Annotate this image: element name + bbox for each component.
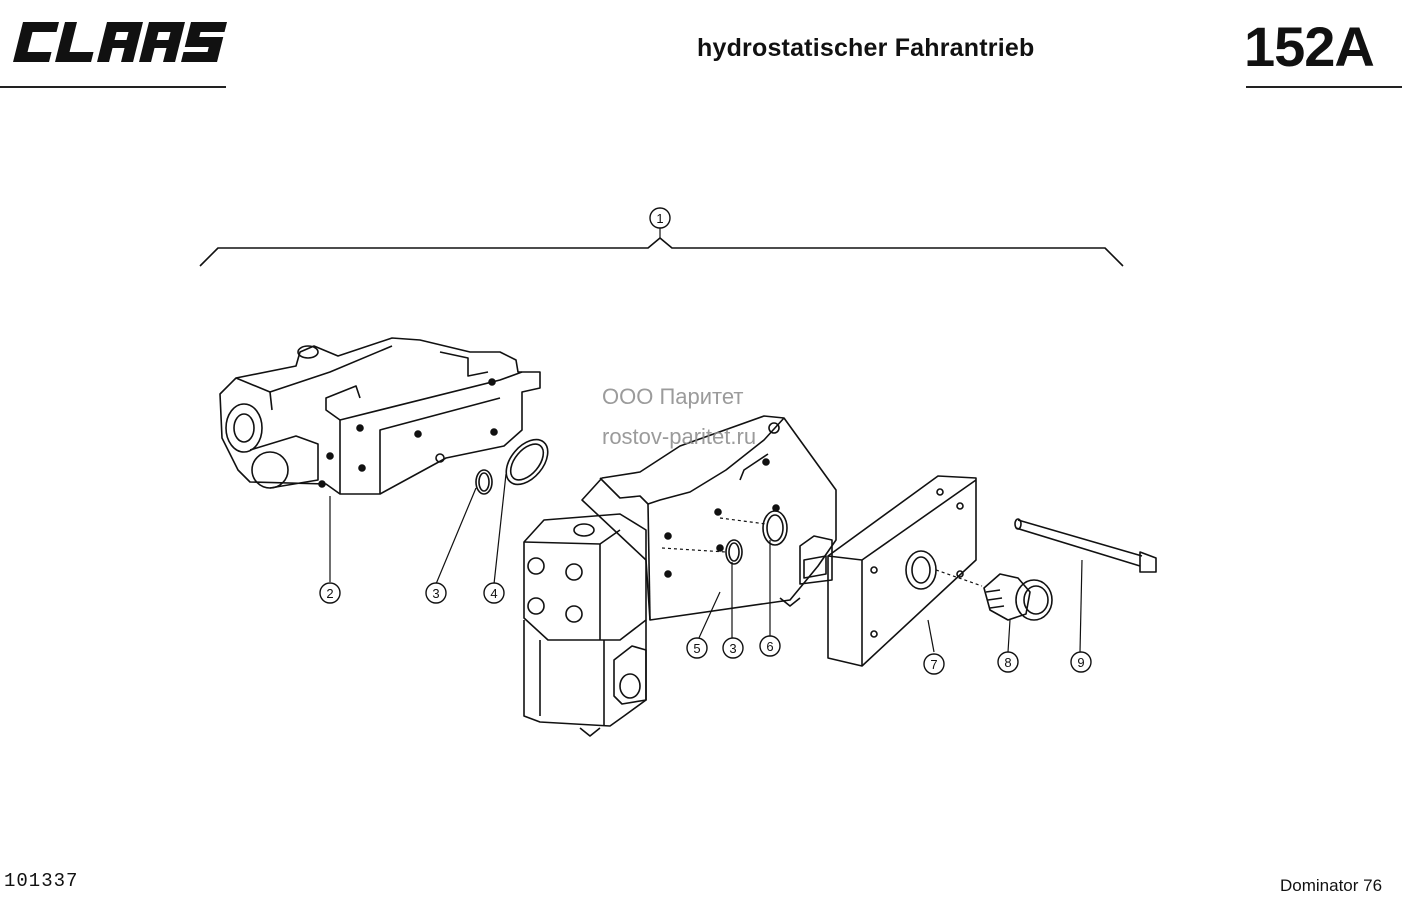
part-4-seal	[505, 438, 549, 486]
callout-4: 4	[490, 586, 497, 601]
part-8-fitting	[983, 573, 1053, 621]
part-5-valve-block	[523, 415, 837, 737]
part-7-plate	[827, 475, 977, 667]
callout-3b: 3	[729, 641, 736, 656]
page-code: 152A	[1244, 15, 1375, 78]
part-2-valve-housing	[219, 337, 541, 495]
machine-model: Dominator 76	[1280, 876, 1383, 895]
claas-logo	[13, 22, 228, 62]
header-rule-left	[0, 86, 226, 88]
page-title: hydrostatischer Fahrantrieb	[697, 34, 1035, 62]
callout-1: 1	[656, 211, 663, 226]
callout-6: 6	[766, 639, 773, 654]
part-6-o-ring	[762, 510, 788, 546]
callout-2: 2	[326, 586, 333, 601]
part-9-bolt	[1014, 518, 1157, 573]
callout-3: 3	[432, 586, 439, 601]
watermark-company: ООО Паритет	[602, 384, 744, 409]
callout-9: 9	[1077, 655, 1084, 670]
callout-5: 5	[693, 641, 700, 656]
assembly-bracket	[199, 237, 1124, 267]
callout-8: 8	[1004, 655, 1011, 670]
watermark-website: rostov-paritet.ru	[602, 424, 757, 449]
drawing-number: 101337	[4, 870, 79, 892]
callout-7: 7	[930, 657, 937, 672]
header-rule-right	[1246, 86, 1402, 88]
part-3-o-ring	[475, 469, 493, 495]
